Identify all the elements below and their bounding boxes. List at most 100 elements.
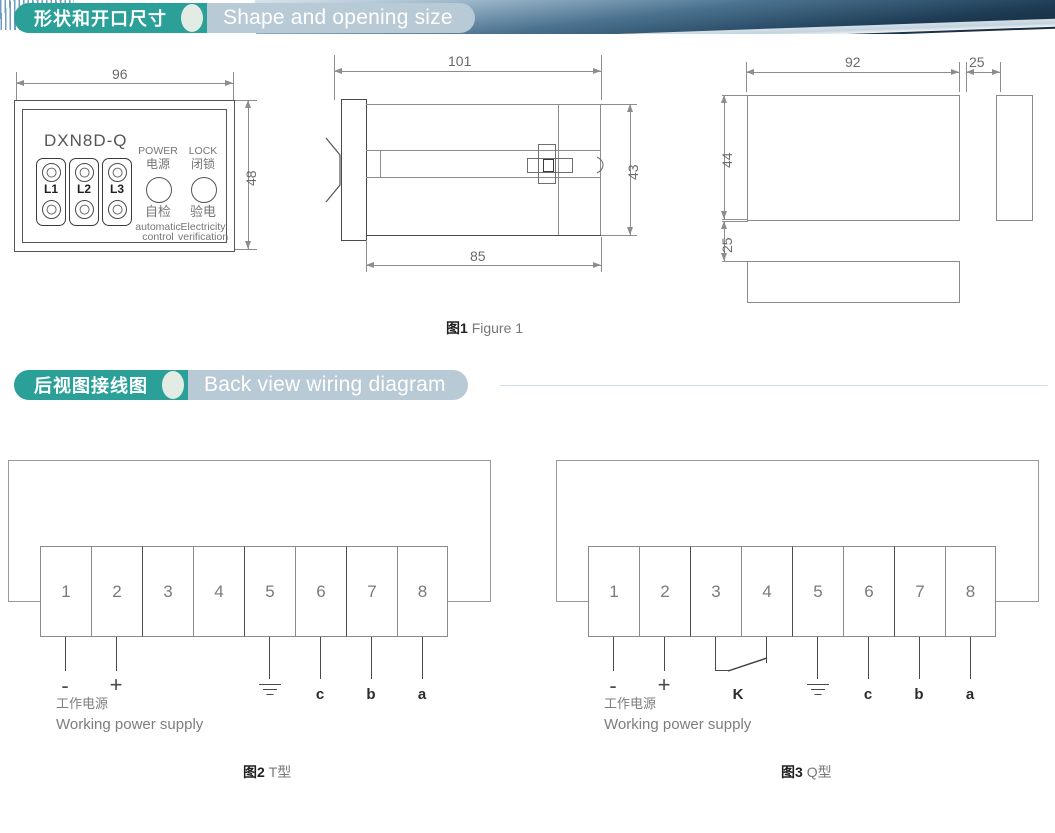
switch-base-line <box>715 670 729 671</box>
self-check-button[interactable] <box>146 177 172 203</box>
power-label-en: POWER <box>138 145 178 157</box>
dim-line-sidegap <box>966 72 1000 73</box>
ext-line-gap25-bottom <box>722 261 748 262</box>
lead-wire-1 <box>65 637 66 671</box>
power-label-cn: 电源 <box>145 157 170 171</box>
ext-line-85-left <box>366 240 367 272</box>
side-body-bottom <box>366 235 601 236</box>
lead-wire-2 <box>664 637 665 671</box>
self-check-label-cn: 自检 <box>144 204 171 219</box>
fig2-supply-label-cn: 工作电源 <box>56 696 109 711</box>
figure-2-terminal-strip: 1 2 3 4 5 6 7 8 <box>40 546 448 637</box>
device-model-label: DXN8D-Q <box>44 131 128 150</box>
shaft-top <box>366 150 600 151</box>
lamp-l1-bottom <box>42 200 61 219</box>
figure-3-caption: 图3 Q型 <box>781 762 832 782</box>
ext-line-96-left <box>16 72 17 100</box>
figure-3-terminal-strip: 1 2 3 4 5 6 7 8 <box>588 546 996 637</box>
figure-2-caption-en: T型 <box>268 764 292 780</box>
dim-line-gap25 <box>724 221 725 261</box>
terminal-cell[interactable]: 2 <box>91 546 142 637</box>
verify-label-en-1: Electricity <box>180 221 226 233</box>
dim-label-44: 44 <box>719 152 735 168</box>
arrow-44-top <box>721 95 727 103</box>
flange-left-edge <box>341 99 342 240</box>
section-2-title-en: Back view wiring diagram <box>188 370 468 400</box>
lead-wire-4 <box>766 637 767 663</box>
arrow-gap25-bottom <box>721 253 727 261</box>
phase-b-symbol: b <box>914 686 924 703</box>
self-check-label-en-1: automatic <box>135 221 181 233</box>
lead-wire-1 <box>613 637 614 671</box>
section-1-lens-icon <box>181 3 207 33</box>
phase-label-l1: L1 <box>44 182 59 196</box>
phase-a-symbol: a <box>417 686 427 703</box>
terminal-cell[interactable]: 7 <box>894 546 945 637</box>
lead-wire-5 <box>817 637 818 679</box>
flange-right-edge <box>366 99 367 240</box>
switch-contact-icon <box>727 657 768 672</box>
terminal-cell[interactable]: 7 <box>346 546 397 637</box>
lead-wire-7 <box>919 637 920 679</box>
arrow-sidegap-left <box>966 69 974 75</box>
terminal-cell[interactable]: 5 <box>244 546 295 637</box>
lamp-l2-bottom <box>75 200 94 219</box>
arrow-43-top <box>627 104 633 112</box>
terminal-cell[interactable]: 8 <box>945 546 996 637</box>
ext-line-96-right <box>233 72 234 100</box>
phase-c-symbol: c <box>315 686 325 703</box>
ext-line-gap25-top <box>722 221 748 222</box>
terminal-cell[interactable]: 3 <box>690 546 741 637</box>
dim-line-101 <box>334 71 601 72</box>
arrow-44-bottom <box>721 211 727 219</box>
terminal-cell[interactable]: 2 <box>639 546 690 637</box>
side-body-inner-divider <box>558 104 559 235</box>
lead-wire-7 <box>371 637 372 679</box>
terminal-cell[interactable]: 6 <box>843 546 894 637</box>
phase-label-l2: L2 <box>77 182 92 196</box>
terminal-cell[interactable]: 6 <box>295 546 346 637</box>
arrow-sidegap-right <box>992 69 1000 75</box>
figure-1-caption-en: Figure 1 <box>471 320 524 336</box>
ext-line-sidegap-left <box>966 62 967 92</box>
dim-label-96: 96 <box>112 66 128 82</box>
flange-chamfer-icon <box>325 137 341 203</box>
fig3-supply-label-cn: 工作电源 <box>604 696 657 711</box>
plus-symbol: + <box>109 672 123 697</box>
lead-wire-8 <box>422 637 423 679</box>
lead-wire-3 <box>715 637 716 671</box>
ext-line-101-right <box>601 55 602 100</box>
arrow-96-left <box>16 80 24 86</box>
terminal-cell[interactable]: 1 <box>588 546 639 637</box>
terminal-cell[interactable]: 3 <box>142 546 193 637</box>
lock-keyway <box>543 159 554 172</box>
figure-2-caption-cn: 图2 <box>243 764 265 780</box>
self-check-label-en-2: control <box>142 231 174 243</box>
figure-3-caption-en: Q型 <box>806 764 832 780</box>
ext-line-44-top <box>722 95 748 96</box>
terminal-cell[interactable]: 8 <box>397 546 448 637</box>
terminal-cell[interactable]: 4 <box>193 546 244 637</box>
dim-line-43 <box>630 104 631 235</box>
side-body-right <box>600 104 601 235</box>
figure-1-caption-cn: 图1 <box>446 320 468 336</box>
lamp-l2-top <box>75 163 94 182</box>
dim-label-101: 101 <box>448 53 472 69</box>
lamp-l1-top <box>42 163 61 182</box>
ext-line-92-left <box>746 62 747 92</box>
terminal-cell[interactable]: 4 <box>741 546 792 637</box>
terminal-cell[interactable]: 5 <box>792 546 843 637</box>
plus-symbol: + <box>657 672 671 697</box>
lock-bracket <box>538 144 556 184</box>
electricity-verification-button[interactable] <box>191 177 217 203</box>
lock-collar <box>527 158 573 173</box>
dim-line-92 <box>746 72 959 73</box>
phase-c-symbol: c <box>863 686 873 703</box>
terminal-cell[interactable]: 1 <box>40 546 91 637</box>
section-2-divider-rule <box>500 385 1048 386</box>
lead-wire-2 <box>116 637 117 671</box>
lock-label-cn: 闭锁 <box>190 157 215 171</box>
ext-line-43-top <box>601 104 637 105</box>
figure-2-caption: 图2 T型 <box>243 762 291 782</box>
minus-symbol: - <box>609 673 617 698</box>
